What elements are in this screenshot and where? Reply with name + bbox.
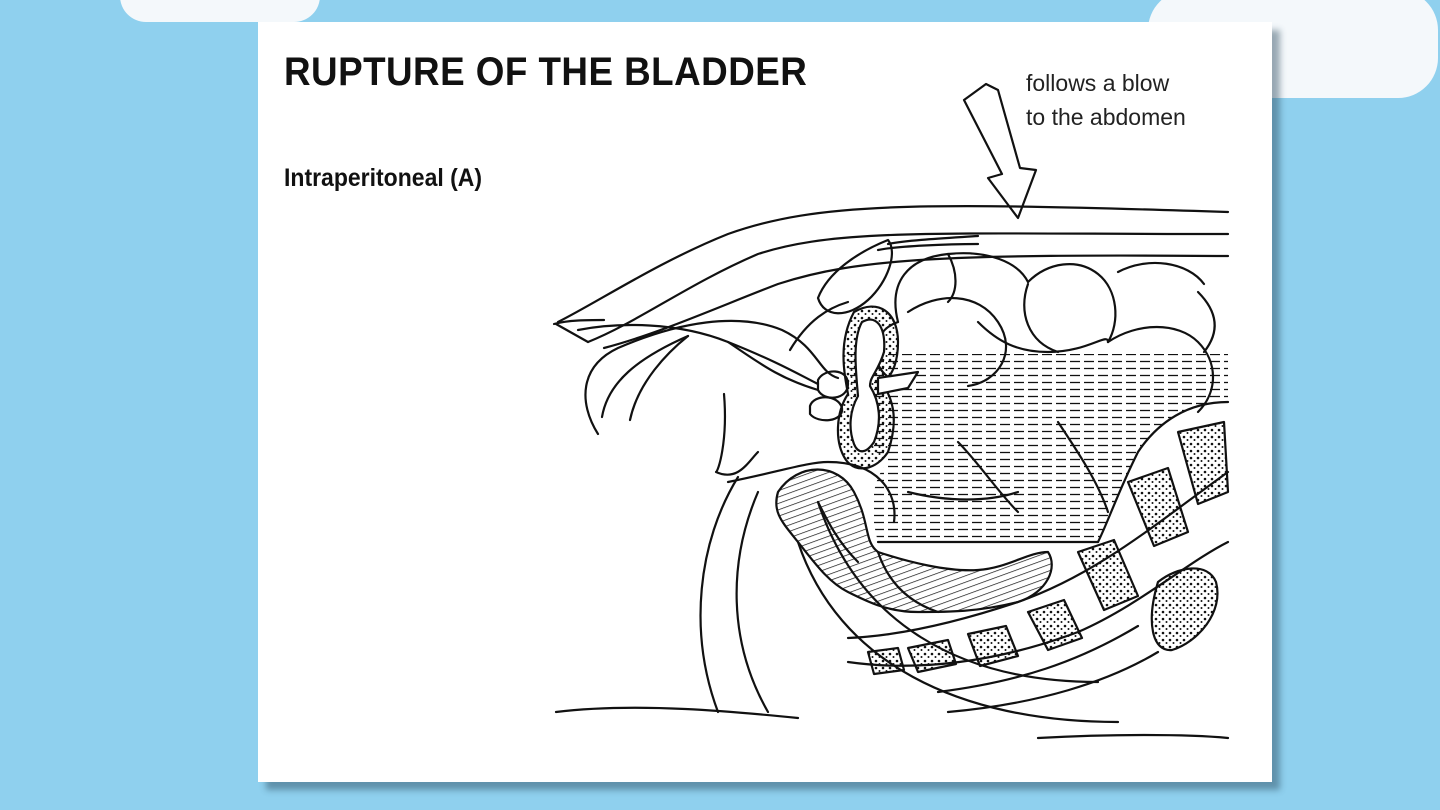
- pelvic-floor: [699, 475, 740, 714]
- pelvic-bone: [1150, 567, 1219, 652]
- blow-annotation: follows a blow to the abdomen: [1026, 70, 1186, 130]
- blow-arrow-icon: [962, 82, 1038, 220]
- abdominal-wall: [556, 205, 1230, 324]
- free-urine-area: [848, 354, 1228, 542]
- cloud-top-left: [120, 0, 320, 22]
- slide-subtitle: Intraperitoneal (A): [284, 164, 483, 192]
- slide-card: RUPTURE OF THE BLADDER Intraperitoneal (…: [258, 22, 1272, 782]
- slide-title: RUPTURE OF THE BLADDER: [284, 50, 808, 94]
- intestine-loops: [894, 252, 1030, 324]
- rupture-tear: [876, 370, 920, 396]
- spine-vertebrae: [846, 420, 1230, 676]
- bladder-rupture-illustration: [552, 82, 1230, 740]
- rectum: [775, 468, 1053, 614]
